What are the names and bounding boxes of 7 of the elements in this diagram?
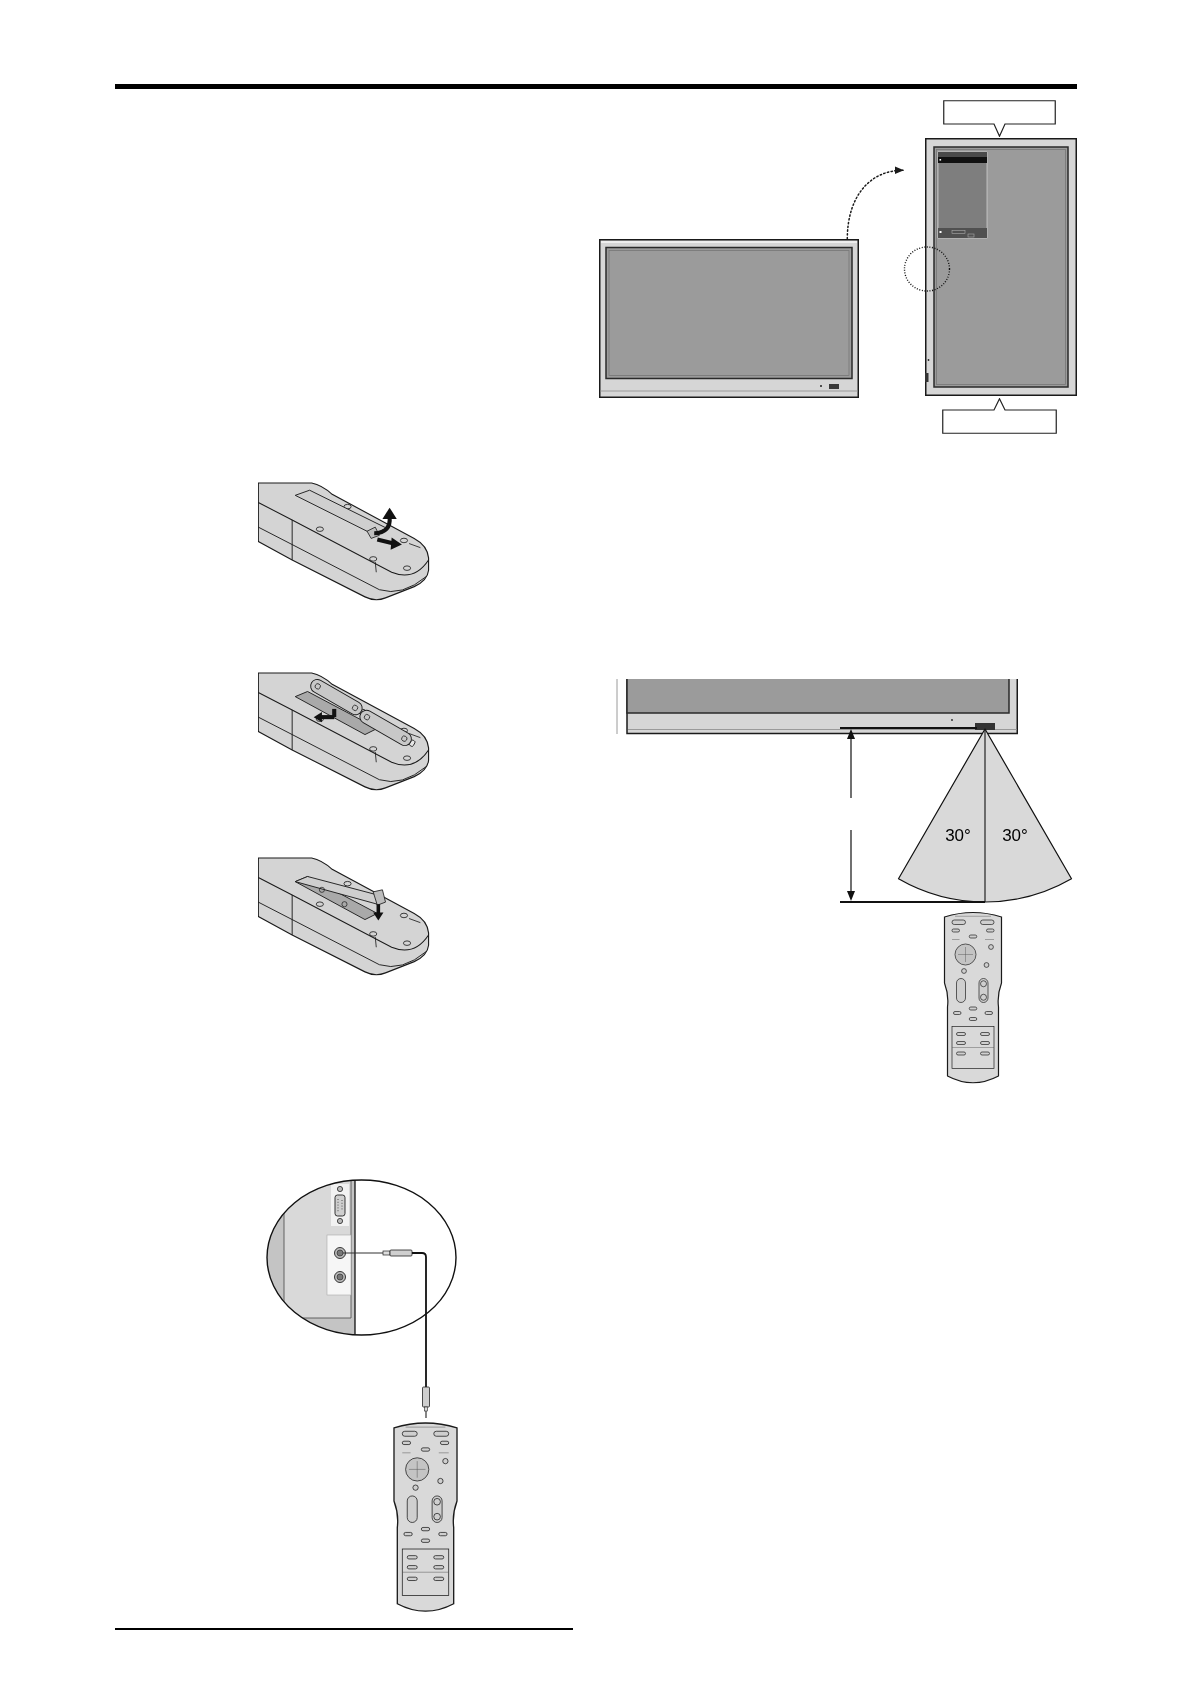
curved-arrow (846, 167, 904, 240)
angle-label: 30° (945, 826, 971, 844)
callout-bubble (943, 100, 1056, 137)
angle-label: 30° (1002, 826, 1028, 844)
callout-bubble (942, 398, 1057, 434)
rotated-monitor-illustration (903, 138, 1077, 396)
monitor-illustration (599, 239, 859, 398)
